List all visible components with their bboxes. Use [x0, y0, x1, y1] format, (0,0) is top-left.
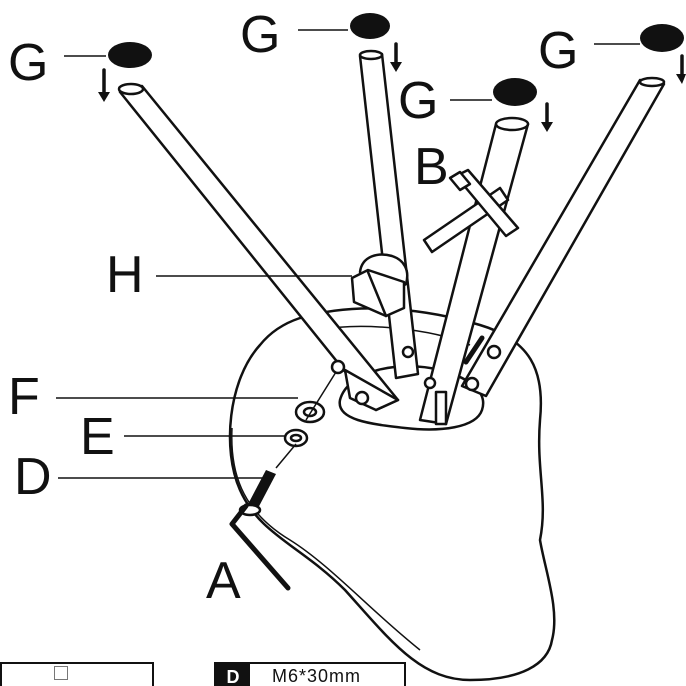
spring-washer-icon [283, 428, 309, 448]
arrow-down-icon [98, 68, 110, 102]
part-label-b: B [414, 138, 449, 196]
cap-nut-icon [350, 253, 409, 318]
part-label-g: G [240, 6, 280, 64]
leg-4 [460, 76, 666, 398]
footer-part-badge: D [216, 664, 250, 686]
footer-part-spec: M6*30mm [272, 666, 362, 686]
checkbox-symbol-icon [54, 666, 68, 680]
part-label-g: G [8, 34, 48, 92]
foot-cap-icon [350, 13, 390, 39]
part-label-h: H [106, 246, 144, 304]
allen-key-icon [229, 503, 291, 591]
arrow-down-icon [541, 102, 553, 132]
foot-cap-icon [640, 24, 684, 52]
seat-shell [228, 307, 556, 682]
leg-1 [117, 82, 400, 412]
footer-parts-box-left [0, 662, 154, 686]
leader-line [305, 371, 337, 421]
arrow-down-icon [390, 42, 402, 72]
part-label-e: E [80, 408, 115, 466]
part-label-g: G [538, 22, 578, 80]
part-label-a: A [206, 552, 241, 610]
arrow-down-icon [676, 54, 686, 84]
seat-shell-rim [231, 427, 421, 651]
footer-parts-box-right: D M6*30mm [214, 662, 406, 686]
foot-cap-icon [108, 42, 152, 68]
bolt-icon [238, 443, 297, 517]
part-label-f: F [8, 368, 40, 426]
part-label-d: D [14, 448, 52, 506]
part-label-g: G [398, 72, 438, 130]
flat-washer-icon [294, 400, 326, 424]
t-wrench-icon [422, 168, 520, 254]
foot-cap-icon [493, 78, 537, 106]
